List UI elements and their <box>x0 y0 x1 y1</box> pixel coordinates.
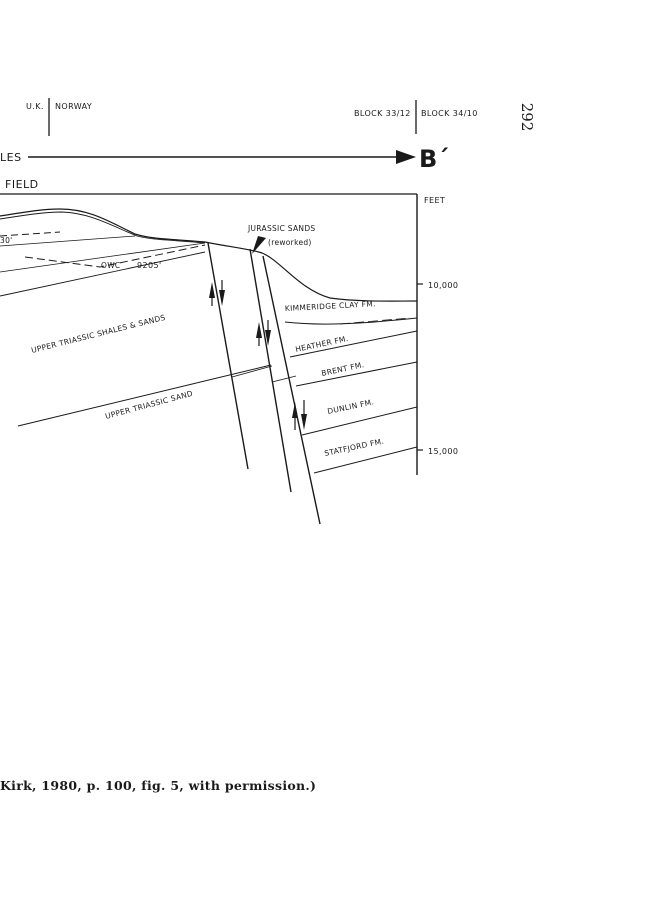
structure-top-outer <box>0 209 417 301</box>
formation-statfjord: STATFJORD FM. <box>324 437 385 458</box>
section-start-label: LES <box>0 151 22 164</box>
triassic-sand-top <box>18 365 271 426</box>
section-end-label: B´ <box>419 145 449 173</box>
dunlin-bottom <box>302 407 417 435</box>
page-number: 292 <box>518 103 536 132</box>
figure-caption: Kirk, 1980, p. 100, fig. 5, with permiss… <box>0 778 316 793</box>
jurassic-sands-label: JURASSIC SANDS <box>247 224 315 233</box>
border-left-label: U.K. <box>26 102 44 111</box>
fault-3 <box>263 256 320 524</box>
border-right-label: NORWAY <box>55 102 92 111</box>
triassic-horizon-upper <box>0 252 205 296</box>
depth-tick-label-10000: 10,000 <box>428 281 458 290</box>
fault-1 <box>208 243 248 469</box>
formation-triassic-sand: UPPER TRIASSIC SAND <box>104 389 194 421</box>
reservoir-line-1 <box>0 236 135 246</box>
field-label: FIELD <box>5 178 39 191</box>
jurassic-sands-pointer <box>252 236 266 254</box>
reworked-label: (reworked) <box>268 238 312 247</box>
block3-horizon <box>272 376 296 382</box>
formation-kimmeridge: KIMMERIDGE CLAY FM. <box>285 299 376 313</box>
owc-label: OWC <box>101 261 120 270</box>
formation-brent: BRENT FM. <box>321 360 365 378</box>
section-arrowhead <box>396 150 416 164</box>
block2-horizon <box>232 366 272 377</box>
owc-left-depth: 30' <box>0 236 13 245</box>
depth-unit-label: FEET <box>424 196 445 205</box>
depth-tick-label-15000: 15,000 <box>428 447 458 456</box>
block-right-label: BLOCK 34/10 <box>421 109 478 118</box>
block-left-label: BLOCK 33/12 <box>354 109 411 118</box>
formation-dunlin: DUNLIN FM. <box>327 397 375 416</box>
formation-triassic-shales: UPPER TRIASSIC SHALES & SANDS <box>30 313 166 355</box>
